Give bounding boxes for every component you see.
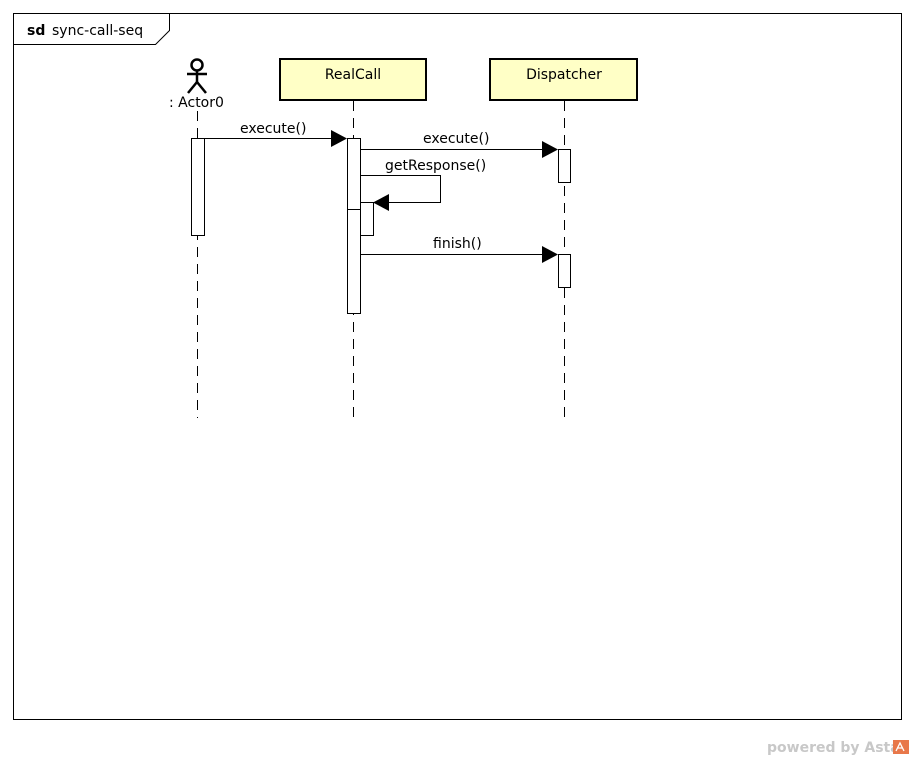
- arrowhead-icon: [542, 141, 558, 158]
- dispatcher-activation-bar-2[interactable]: [558, 254, 571, 288]
- actor-stick-figure-icon: [187, 58, 207, 94]
- realcall-lifeline-head[interactable]: RealCall: [279, 58, 427, 101]
- frame-keyword: sd: [27, 23, 45, 39]
- frame-title: sync-call-seq: [52, 23, 143, 39]
- footer-text: powered by Astah: [767, 740, 910, 756]
- realcall-box: [279, 58, 427, 101]
- realcall-nested-activation-bar[interactable]: [360, 202, 374, 236]
- arrowhead-icon: [373, 194, 389, 211]
- dispatcher-lifeline-head[interactable]: Dispatcher: [489, 58, 638, 101]
- message-label: execute(): [240, 121, 306, 137]
- arrowhead-icon: [331, 130, 347, 147]
- message-label: execute(): [423, 131, 489, 147]
- realcall-label: RealCall: [325, 67, 381, 83]
- dispatcher-label: Dispatcher: [526, 67, 602, 83]
- message-label: finish(): [433, 236, 482, 252]
- message-finish-realcall-to-dispatcher[interactable]: finish(): [360, 236, 558, 263]
- frame-label-tab: [13, 13, 170, 45]
- message-execute-realcall-to-dispatcher[interactable]: execute(): [360, 131, 558, 158]
- realcall-activation-bar[interactable]: [347, 138, 361, 314]
- actor-label: : Actor0: [169, 95, 224, 111]
- diagram-frame: [13, 13, 902, 720]
- actor-activation-bar[interactable]: [191, 138, 205, 236]
- message-label: getResponse(): [385, 158, 486, 174]
- dispatcher-activation-bar-1[interactable]: [558, 149, 571, 183]
- arrowhead-icon: [542, 246, 558, 263]
- message-execute-actor-to-realcall[interactable]: execute(): [204, 121, 347, 147]
- dispatcher-box: [489, 58, 638, 101]
- message-getresponse-self-call[interactable]: getResponse(): [360, 158, 486, 211]
- astah-logo-icon: [893, 740, 909, 754]
- actor-lifeline-head[interactable]: : Actor0: [169, 58, 224, 112]
- message-line: [360, 175, 441, 203]
